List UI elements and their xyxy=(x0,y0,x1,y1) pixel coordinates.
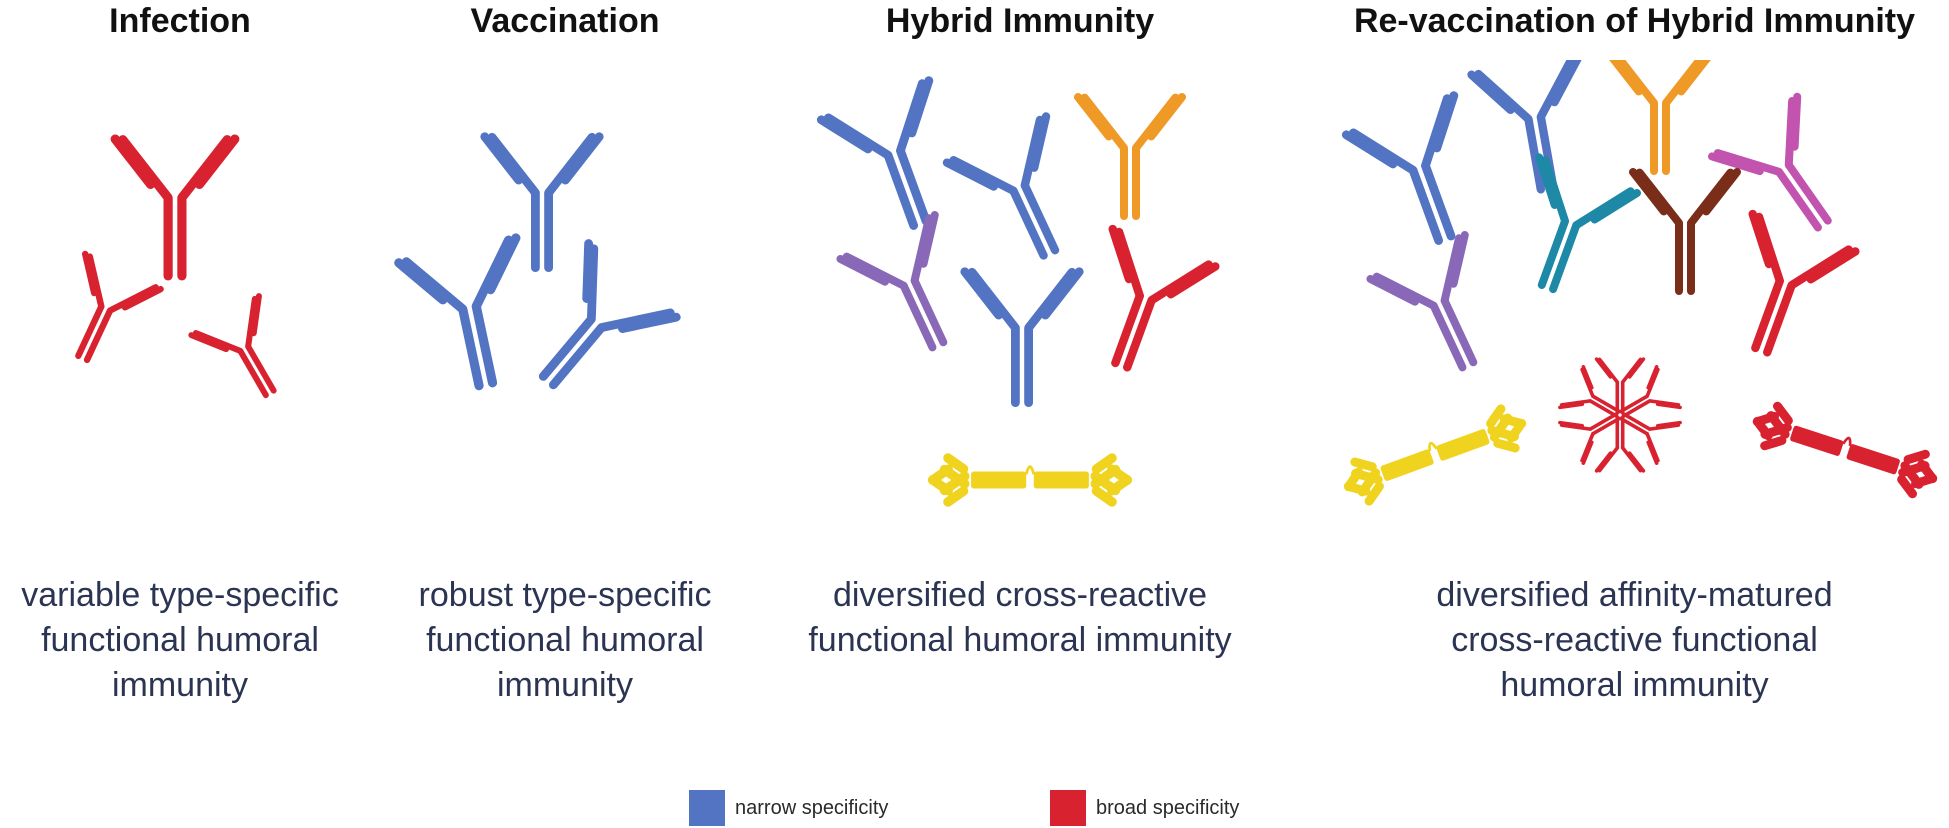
antibody-narrow xyxy=(939,108,1106,283)
vaccination-antibodies xyxy=(391,130,685,420)
legend-swatch xyxy=(689,790,725,826)
legend-swatch xyxy=(1050,790,1086,826)
antibody-broad xyxy=(1063,221,1223,390)
legend-item-narrow: narrow specificity xyxy=(689,790,888,826)
antibody-orange xyxy=(1072,91,1188,220)
antibody-broad xyxy=(39,248,167,381)
hexamer-broad xyxy=(1556,356,1684,474)
antibody-brown xyxy=(1627,166,1743,295)
antibody-narrow xyxy=(958,265,1086,407)
panel-hybrid-immunity: Hybrid Immunity diversified cross-reacti… xyxy=(800,0,1240,760)
multimer-yellow xyxy=(1333,395,1537,515)
antibody-teal xyxy=(1491,150,1645,311)
antibody-broad xyxy=(1703,206,1863,375)
antibody-narrow xyxy=(1338,87,1506,265)
panel-description: robust type-specific functional humoral … xyxy=(418,576,712,704)
panel-description: diversified cross-reactive functional hu… xyxy=(808,576,1232,659)
multimer-broad xyxy=(1743,393,1947,507)
panel-re-vaccination: Re-vaccination of Hybrid Immunity divers… xyxy=(1320,0,1949,760)
panel-title: Vaccination xyxy=(470,2,660,40)
legend-item-broad: broad specificity xyxy=(1050,790,1239,826)
re-vaccination-antibodies xyxy=(1333,60,1947,515)
hybrid-antibodies xyxy=(813,72,1223,509)
legend-label: broad specificity xyxy=(1096,796,1240,819)
antibody-purple xyxy=(833,207,992,373)
panel-title: Hybrid Immunity xyxy=(885,2,1155,40)
antibody-narrow xyxy=(1464,60,1608,203)
legend-label: narrow specificity xyxy=(735,796,889,819)
panel-description: diversified affinity-matured cross-react… xyxy=(1436,576,1833,704)
antibody-narrow xyxy=(496,234,685,420)
panel-description: variable type-specific functional humora… xyxy=(21,576,339,704)
legend: narrow specificity broad specificity xyxy=(0,790,1949,828)
multimer-yellow xyxy=(926,451,1134,509)
antibody-broad xyxy=(185,290,309,418)
infection-antibodies xyxy=(39,132,309,418)
panel-vaccination: Vaccination robust type-specific functio… xyxy=(385,0,745,760)
antibody-narrow xyxy=(391,230,552,403)
panel-title: Re-vaccination of Hybrid Immunity xyxy=(1353,2,1916,40)
panel-infection: Infection variable type-specific functio… xyxy=(0,0,360,760)
antibody-purple xyxy=(1363,227,1522,393)
panel-title: Infection xyxy=(109,2,251,40)
antibody-broad xyxy=(108,132,242,281)
antibody-orange xyxy=(1602,60,1718,175)
